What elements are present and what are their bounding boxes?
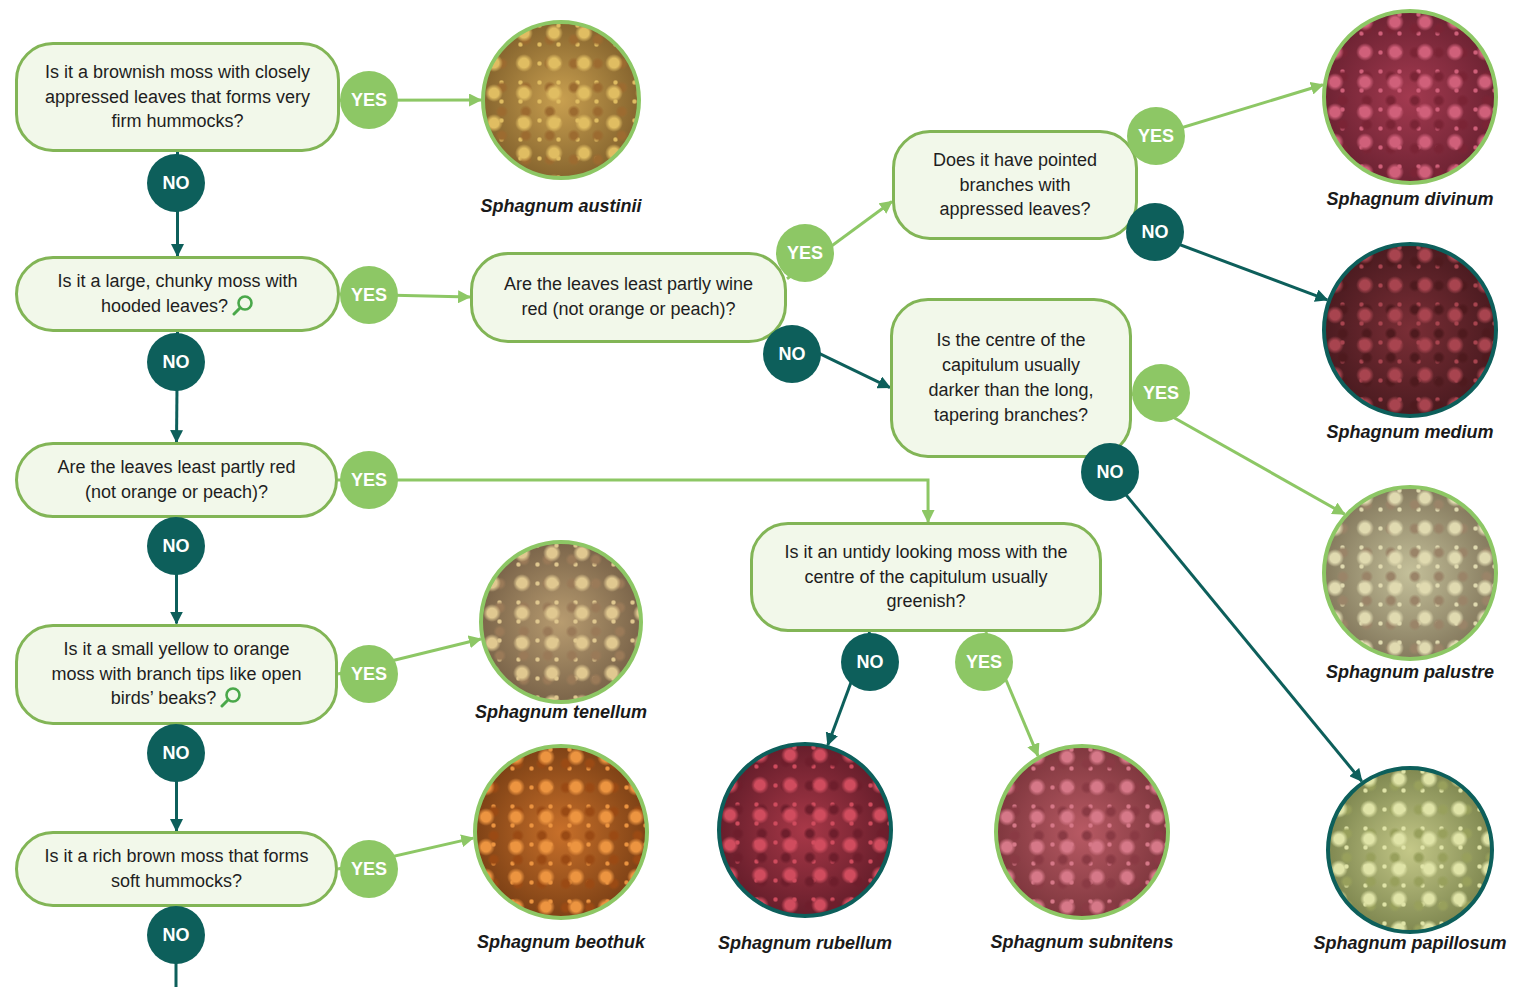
answer-text: NO: [163, 925, 190, 946]
species-photo: Sphagnum austinii: [481, 20, 641, 180]
decision-box: Is it a rich brown moss that forms soft …: [15, 831, 338, 907]
answer-text: NO: [1142, 222, 1169, 243]
answer-badge: NO: [147, 333, 205, 391]
question-text-block: Is the centre of the capitulum usually d…: [919, 328, 1103, 427]
answer-text: NO: [1097, 462, 1124, 483]
answer-badge: NO: [763, 325, 821, 383]
species-name: Sphagnum austinii: [480, 196, 641, 217]
answer-text: NO: [779, 344, 806, 365]
question-text-block: Is it a brownish moss with closely appre…: [44, 60, 311, 134]
answer-text: NO: [857, 652, 884, 673]
answer-badge: YES: [340, 840, 398, 898]
answer-badge: YES: [955, 633, 1013, 691]
answer-text: YES: [1143, 383, 1179, 404]
answer-badge: YES: [340, 266, 398, 324]
question-text-block: Is it an untidy looking moss with the ce…: [779, 540, 1073, 614]
question-text-block: Is it a rich brown moss that forms soft …: [44, 844, 309, 894]
decision-box: Does it have pointed branches with appre…: [892, 130, 1138, 240]
species-name: Sphagnum rubellum: [718, 933, 892, 954]
species-photo: Sphagnum beothuk: [473, 744, 649, 920]
question-text: Is the centre of the capitulum usually d…: [928, 330, 1093, 424]
question-text: Are the leaves least partly wine red (no…: [504, 274, 753, 319]
answer-badge: NO: [1126, 203, 1184, 261]
species-photo: Sphagnum papillosum: [1326, 766, 1494, 934]
answer-text: YES: [966, 652, 1002, 673]
question-text-block: Is it a small yellow to orange moss with…: [44, 637, 309, 711]
magnifier-icon: [220, 686, 242, 708]
decision-box: Is it an untidy looking moss with the ce…: [750, 522, 1102, 632]
species-photo: Sphagnum palustre: [1322, 485, 1498, 661]
species-name: Sphagnum beothuk: [477, 932, 645, 953]
answer-badge: YES: [776, 224, 834, 282]
question-text: Is it a small yellow to orange moss with…: [51, 639, 301, 709]
answer-text: YES: [351, 859, 387, 880]
decision-box: Is it a large, chunky moss with hooded l…: [15, 256, 340, 332]
question-text-block: Are the leaves least partly wine red (no…: [499, 272, 758, 322]
question-text: Does it have pointed branches with appre…: [933, 150, 1097, 220]
decision-box: Are the leaves least partly red (not ora…: [15, 442, 338, 518]
answer-text: YES: [787, 243, 823, 264]
answer-badge: YES: [1127, 107, 1185, 165]
question-text-block: Does it have pointed branches with appre…: [921, 148, 1109, 222]
answer-badge: NO: [1081, 443, 1139, 501]
answer-badge: YES: [340, 645, 398, 703]
species-photo: Sphagnum medium: [1322, 242, 1498, 418]
answer-text: NO: [163, 173, 190, 194]
answer-badge: YES: [340, 451, 398, 509]
question-text: Is it a brownish moss with closely appre…: [45, 62, 310, 132]
answer-badge: NO: [147, 154, 205, 212]
answer-badge: YES: [340, 71, 398, 129]
answer-text: NO: [163, 536, 190, 557]
connector-arrow: [338, 480, 928, 522]
decision-box: Are the leaves least partly wine red (no…: [470, 252, 787, 343]
decision-box: Is the centre of the capitulum usually d…: [890, 298, 1132, 458]
species-name: Sphagnum tenellum: [475, 702, 647, 723]
question-text: Is it an untidy looking moss with the ce…: [784, 542, 1067, 612]
answer-text: YES: [351, 470, 387, 491]
connector-arrow: [1096, 458, 1362, 781]
species-photo: Sphagnum tenellum: [479, 540, 643, 704]
answer-badge: NO: [147, 724, 205, 782]
decision-box: Is it a small yellow to orange moss with…: [15, 624, 338, 725]
species-photo: Sphagnum divinum: [1322, 9, 1498, 185]
magnifier-icon: [232, 294, 254, 316]
answer-text: YES: [351, 90, 387, 111]
question-text: Are the leaves least partly red (not ora…: [57, 457, 295, 502]
answer-text: YES: [351, 285, 387, 306]
species-name: Sphagnum divinum: [1326, 189, 1493, 210]
decision-box: Is it a brownish moss with closely appre…: [15, 42, 340, 152]
answer-badge: NO: [147, 517, 205, 575]
question-text: Is it a large, chunky moss with hooded l…: [57, 271, 297, 316]
question-text: Is it a rich brown moss that forms soft …: [44, 846, 308, 891]
answer-badge: NO: [147, 906, 205, 964]
species-name: Sphagnum palustre: [1326, 662, 1494, 683]
answer-text: YES: [351, 664, 387, 685]
question-text-block: Is it a large, chunky moss with hooded l…: [44, 269, 311, 319]
answer-badge: YES: [1132, 364, 1190, 422]
answer-badge: NO: [841, 633, 899, 691]
answer-text: NO: [163, 352, 190, 373]
species-name: Sphagnum papillosum: [1313, 933, 1506, 954]
answer-text: NO: [163, 743, 190, 764]
question-text-block: Are the leaves least partly red (not ora…: [44, 455, 309, 505]
species-photo: Sphagnum rubellum: [717, 742, 893, 918]
species-name: Sphagnum subnitens: [990, 932, 1173, 953]
species-photo: Sphagnum subnitens: [994, 744, 1170, 920]
species-name: Sphagnum medium: [1326, 422, 1493, 443]
answer-text: YES: [1138, 126, 1174, 147]
